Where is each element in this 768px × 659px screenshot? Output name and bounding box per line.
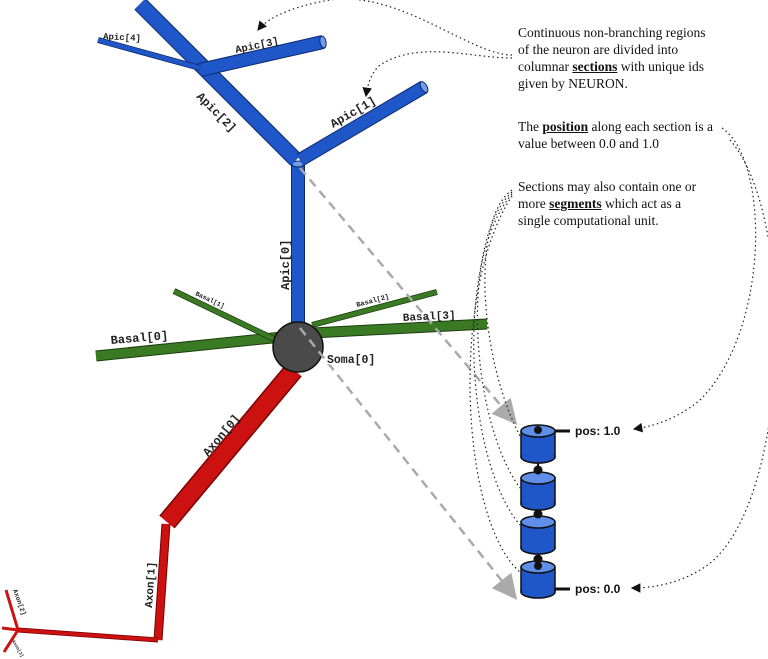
segment-3 xyxy=(520,515,556,555)
note-segments: Sections may also contain one or more se… xyxy=(518,178,708,229)
label-soma-0: Soma[0] xyxy=(327,354,375,367)
axon-2-section xyxy=(4,589,20,631)
annotation-connectors xyxy=(257,0,768,593)
note-sections: Continuous non-branching regions of the … xyxy=(518,24,708,92)
label-apic-4: Apic[4] xyxy=(103,32,141,44)
axon-sections xyxy=(1,363,302,653)
note-sections-pre: Continuous non-branching regions of the … xyxy=(518,25,706,74)
note-segments-pre: Sections may also contain one or more xyxy=(518,179,697,211)
segment-node xyxy=(534,562,542,570)
label-basal-3: Basal[3] xyxy=(403,310,456,325)
mapping-arrows xyxy=(299,167,518,600)
segment-node xyxy=(533,509,543,519)
note-segments-key: segments xyxy=(549,196,602,211)
label-axon-1: Axon[1] xyxy=(144,561,159,608)
label-apic-0: Apic[0] xyxy=(279,240,293,290)
segment-node xyxy=(533,554,543,564)
segment-2 xyxy=(520,471,556,511)
basal-sections xyxy=(95,288,488,362)
segment-node xyxy=(533,465,543,475)
axon-3-section xyxy=(2,629,20,653)
note-position: The position along each section is a val… xyxy=(518,118,718,152)
segment-node xyxy=(534,426,542,434)
label-axon-3: Axon[3] xyxy=(10,639,25,658)
note-position-pre: The xyxy=(518,119,543,134)
soma xyxy=(272,321,324,373)
note-sections-post: with unique ids given by NEURON. xyxy=(518,59,704,91)
segment-1 xyxy=(520,424,556,464)
label-pos-top: pos: 1.0 xyxy=(575,424,621,438)
note-sections-key: sections xyxy=(572,59,618,74)
label-basal-0: Basal[0] xyxy=(110,329,169,348)
segment-stack xyxy=(520,424,570,599)
note-position-post: along each section is a value between 0.… xyxy=(518,119,713,151)
apical-sections xyxy=(97,0,429,330)
note-segments-post: which act as a single computational unit… xyxy=(518,196,682,228)
note-position-key: position xyxy=(542,119,589,134)
label-pos-bottom: pos: 0.0 xyxy=(575,582,621,596)
